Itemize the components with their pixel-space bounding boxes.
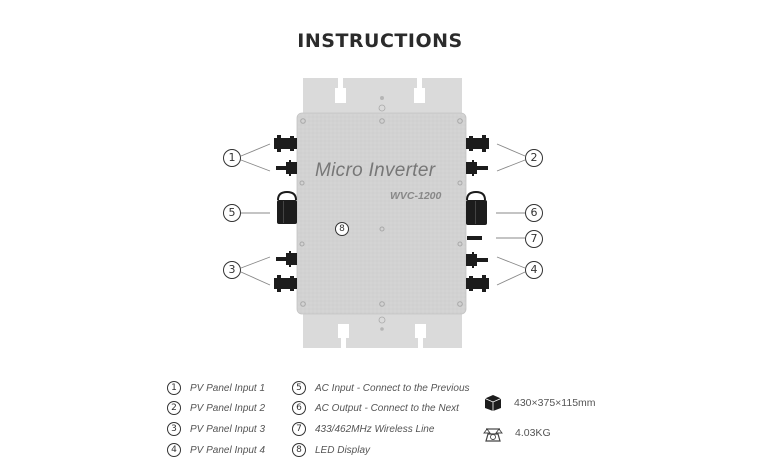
inverter-body [296, 112, 467, 315]
callout-3: 3 [223, 261, 241, 279]
legend-item-pv-input-2: 2 PV Panel Input 2 [167, 400, 265, 416]
callout-7: 7 [525, 230, 543, 248]
product-model: WVC-1200 [390, 190, 442, 202]
legend-item-wireless-line: 7 433/462MHz Wireless Line [292, 421, 434, 437]
pv-input-1-connector [274, 135, 297, 152]
legend-item-ac-input: 5 AC Input - Connect to the Previous [292, 380, 470, 396]
product-name: Micro Inverter [315, 160, 436, 181]
callout-8: 8 [335, 222, 349, 236]
callout-4: 4 [525, 261, 543, 279]
box-icon [484, 395, 502, 411]
legend-item-pv-input-4: 4 PV Panel Input 4 [167, 442, 265, 458]
legend-item-pv-input-3: 3 PV Panel Input 3 [167, 421, 265, 437]
callout-2: 2 [525, 149, 543, 167]
legend-item-pv-input-1: 1 PV Panel Input 1 [167, 380, 265, 396]
pv-input-right-3-connector [466, 252, 488, 268]
right-connectors [466, 135, 489, 292]
legend-label: AC Output - Connect to the Next [315, 402, 459, 414]
page-title: INSTRUCTIONS [297, 30, 463, 52]
legend-number: 3 [167, 422, 181, 436]
callout-6: 6 [525, 204, 543, 222]
ac-input-connector [277, 190, 297, 224]
legend-number: 4 [167, 443, 181, 457]
callout-5: 5 [223, 204, 241, 222]
callout-1: 1 [223, 149, 241, 167]
legend-label: PV Panel Input 4 [190, 444, 266, 456]
leader-lines [240, 143, 526, 286]
dimensions-value: 430×375×115mm [514, 397, 596, 409]
pv-input-3-connector [276, 251, 297, 267]
legend-number: 8 [292, 443, 306, 457]
bottom-mounting-bracket [303, 312, 462, 348]
wireless-line-connector [467, 236, 482, 240]
pv-input-right-1-connector [466, 135, 489, 152]
top-mounting-bracket [303, 78, 462, 116]
legend-label: PV Panel Input 2 [190, 402, 266, 414]
left-connectors [274, 135, 297, 292]
legend-item-led-display: 8 LED Display [292, 442, 370, 458]
legend-number: 5 [292, 381, 306, 395]
legend-label: PV Panel Input 1 [190, 382, 266, 394]
legend-label: PV Panel Input 3 [190, 423, 266, 435]
pv-input-right-4-connector [466, 275, 489, 292]
legend-number: 2 [167, 401, 181, 415]
legend-label: LED Display [315, 444, 371, 456]
ac-output-connector [466, 190, 487, 225]
legend-label: 433/462MHz Wireless Line [315, 423, 435, 435]
spec-dimensions: 430×375×115mm [484, 394, 596, 412]
spec-weight: 4.03KG [483, 424, 551, 442]
scale-icon [483, 428, 503, 442]
pv-input-right-2-connector [466, 160, 488, 176]
weight-value: 4.03KG [515, 427, 551, 439]
legend-label: AC Input - Connect to the Previous [315, 382, 470, 394]
pv-input-2-connector [276, 160, 297, 176]
pv-input-4-connector [274, 275, 297, 292]
legend-number: 6 [292, 401, 306, 415]
legend-number: 1 [167, 381, 181, 395]
legend-item-ac-output: 6 AC Output - Connect to the Next [292, 400, 459, 416]
legend-number: 7 [292, 422, 306, 436]
